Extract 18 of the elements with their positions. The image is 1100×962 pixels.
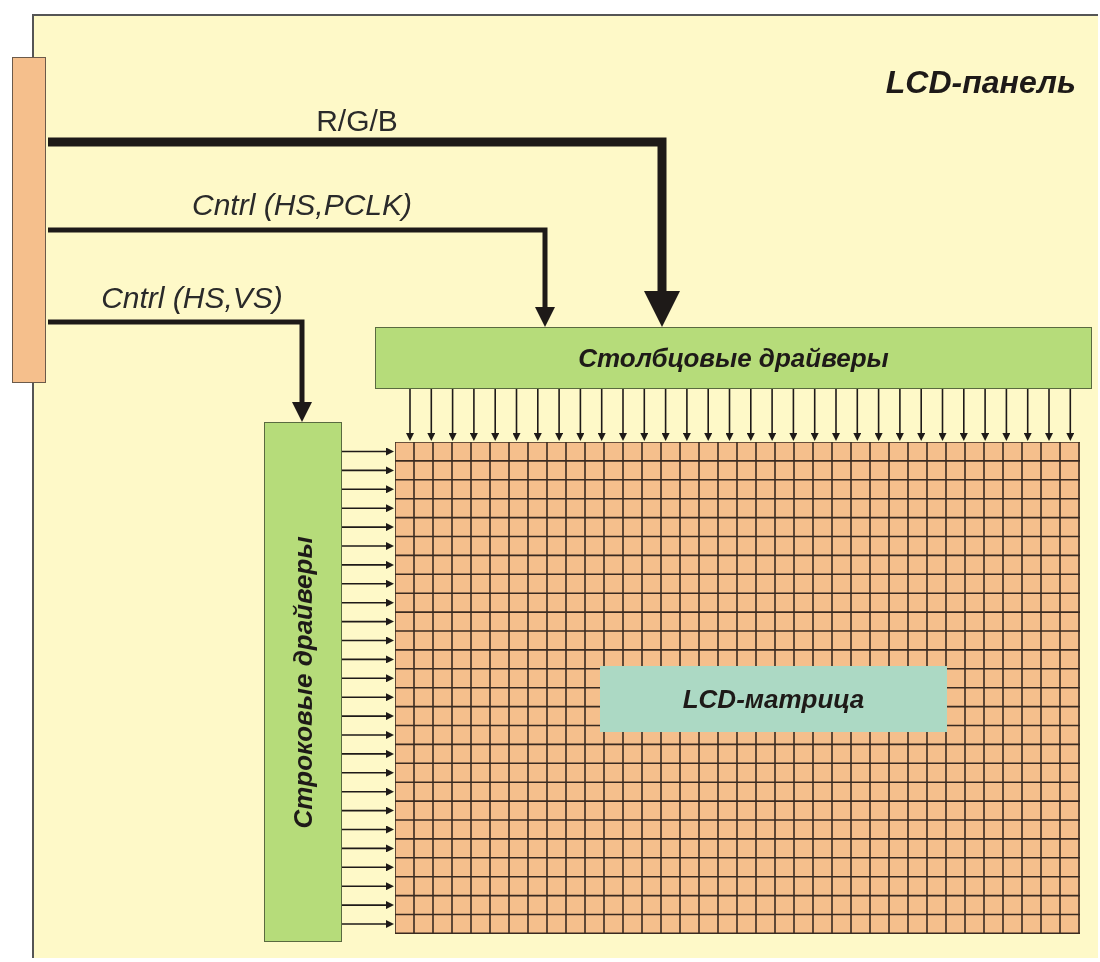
driver-label: Столбцовые драйверы xyxy=(578,341,889,375)
arrow-bundle xyxy=(341,447,394,928)
edge-label: Cntrl (HS,PCLK) xyxy=(190,187,413,223)
edge-label: R/G/B xyxy=(315,103,399,139)
matrix-label-box xyxy=(600,666,947,732)
arrow xyxy=(48,319,312,422)
arrow xyxy=(48,137,680,327)
arrow xyxy=(48,227,555,327)
arrow-bundle xyxy=(406,388,1075,441)
matrix-label: LCD-матрица xyxy=(682,682,865,716)
driver-box xyxy=(264,422,342,942)
connector-bar xyxy=(12,57,46,383)
panel-background xyxy=(32,14,1098,958)
driver-label: Строковые драйверы xyxy=(286,535,319,829)
edge-label: Cntrl (HS,VS) xyxy=(100,280,284,316)
panel-title: LCD-панель xyxy=(885,63,1076,102)
pixel-matrix xyxy=(395,442,1080,934)
driver-box xyxy=(375,327,1092,389)
